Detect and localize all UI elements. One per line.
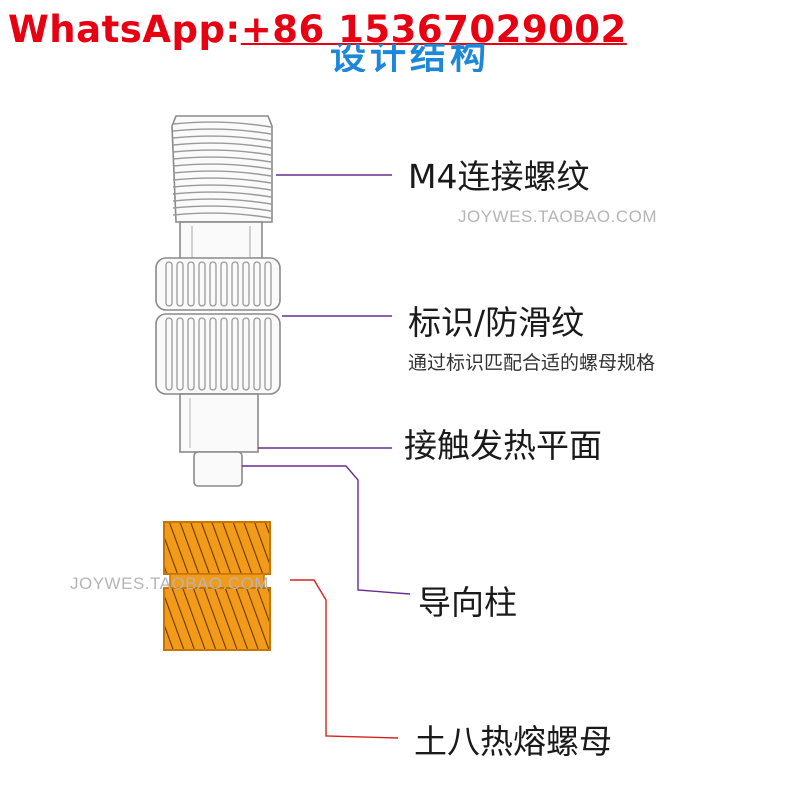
- knurl-groove: [231, 317, 239, 391]
- knurl-groove: [253, 317, 261, 391]
- thread-ridge: [172, 128, 272, 135]
- knurl-groove: [176, 261, 184, 307]
- knurl-groove: [231, 261, 239, 307]
- label-contact-face: 接触发热平面: [404, 426, 602, 465]
- watermark-right: JOYWES.TAOBAO.COM: [458, 207, 657, 226]
- knurl-groove: [253, 261, 261, 307]
- knurl-groove: [187, 317, 195, 391]
- knurl-groove: [176, 317, 184, 391]
- thread-ridge: [172, 156, 272, 163]
- tip-part-icon: [155, 115, 281, 487]
- thread-ridge: [172, 205, 272, 212]
- thread-ridge: [172, 212, 272, 219]
- guide-pin-icon: [193, 451, 243, 487]
- knurl-grip-icon: [155, 257, 281, 395]
- thread-ridge: [172, 135, 272, 142]
- whatsapp-number[interactable]: +86 15367029002: [240, 8, 627, 51]
- knurl-groove: [264, 317, 272, 391]
- knurl-groove: [165, 261, 173, 307]
- whatsapp-prefix: WhatsApp:: [8, 8, 241, 51]
- thread-ridge: [172, 177, 272, 184]
- knurl-groove: [264, 261, 272, 307]
- whatsapp-contact: WhatsApp:+86 15367029002: [8, 8, 627, 51]
- thread-ridge: [172, 142, 272, 149]
- knurl-groove: [220, 317, 228, 391]
- knurl-groove: [165, 317, 173, 391]
- knurl-groove: [220, 261, 228, 307]
- thread-ridge: [172, 191, 272, 198]
- contact-face-icon: [179, 393, 259, 453]
- knurl-groove: [209, 261, 217, 307]
- leader-lines: [242, 174, 411, 739]
- thread-ridge: [172, 170, 272, 177]
- label-nut: 土八热熔螺母: [414, 722, 612, 761]
- brass-nut-icon: [163, 521, 271, 651]
- m4-thread-icon: [171, 115, 273, 263]
- knurl-groove: [242, 261, 250, 307]
- knurl-groove: [187, 261, 195, 307]
- knurl-groove: [242, 317, 250, 391]
- watermark-left: JOYWES.TAOBAO.COM: [70, 574, 269, 593]
- knurl-groove: [198, 261, 206, 307]
- knurl-groove: [209, 317, 217, 391]
- leader-guide-pin: [242, 465, 411, 595]
- label-knurl-note: 通过标识匹配合适的螺母规格: [408, 352, 656, 374]
- thread-ridge: [172, 198, 272, 205]
- label-guide-pin: 导向柱: [418, 583, 517, 622]
- thread-ridge: [172, 163, 272, 170]
- section-title: 设计结构: [330, 44, 491, 72]
- label-thread: M4连接螺纹: [408, 157, 590, 196]
- thread-ridge: [172, 149, 272, 156]
- thread-ridge: [172, 184, 272, 191]
- leader-nut: [290, 579, 399, 739]
- knurl-groove: [198, 317, 206, 391]
- thread-ridge: [172, 121, 272, 128]
- label-knurl: 标识/防滑纹: [408, 303, 585, 342]
